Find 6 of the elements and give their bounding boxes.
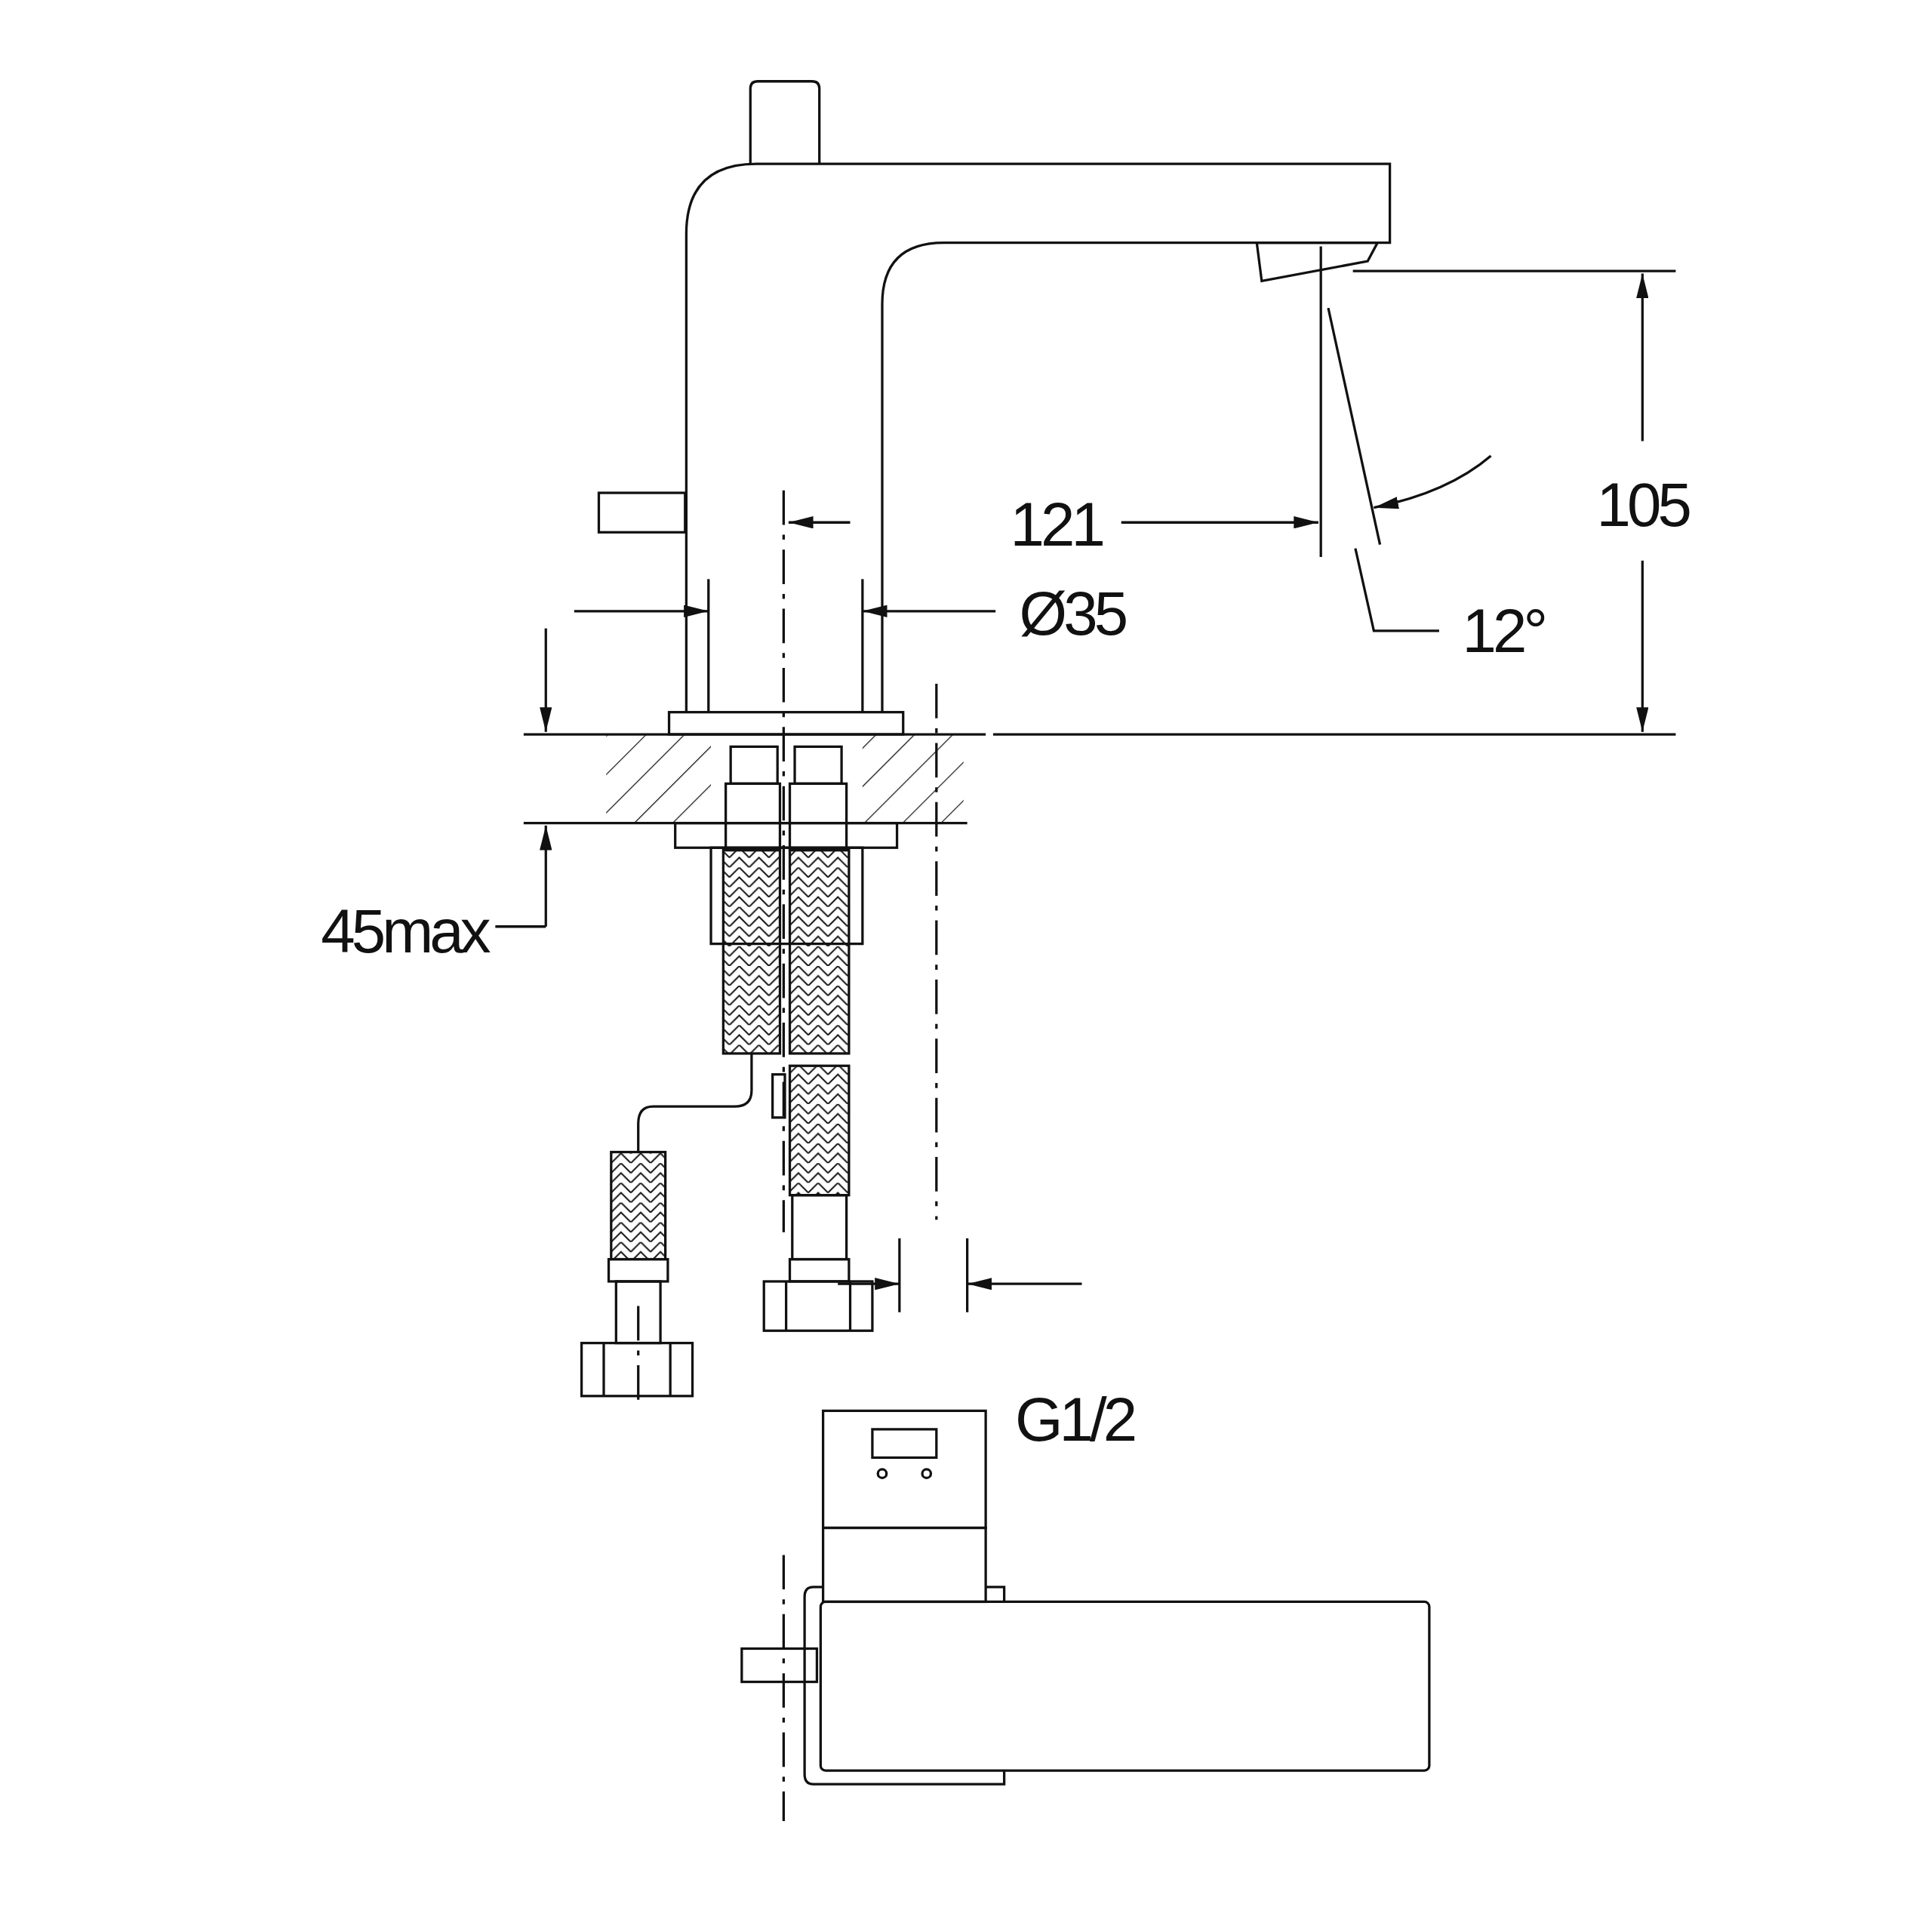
dimension-value: 12° xyxy=(1462,600,1545,662)
dimension-value: 105 xyxy=(1596,474,1689,537)
dimension-value: 121 xyxy=(1010,494,1102,556)
dimension-value: G1/2 xyxy=(1014,1389,1134,1451)
dimension-value: 45max xyxy=(321,900,488,963)
dimension-value: Ø35 xyxy=(1019,583,1125,645)
